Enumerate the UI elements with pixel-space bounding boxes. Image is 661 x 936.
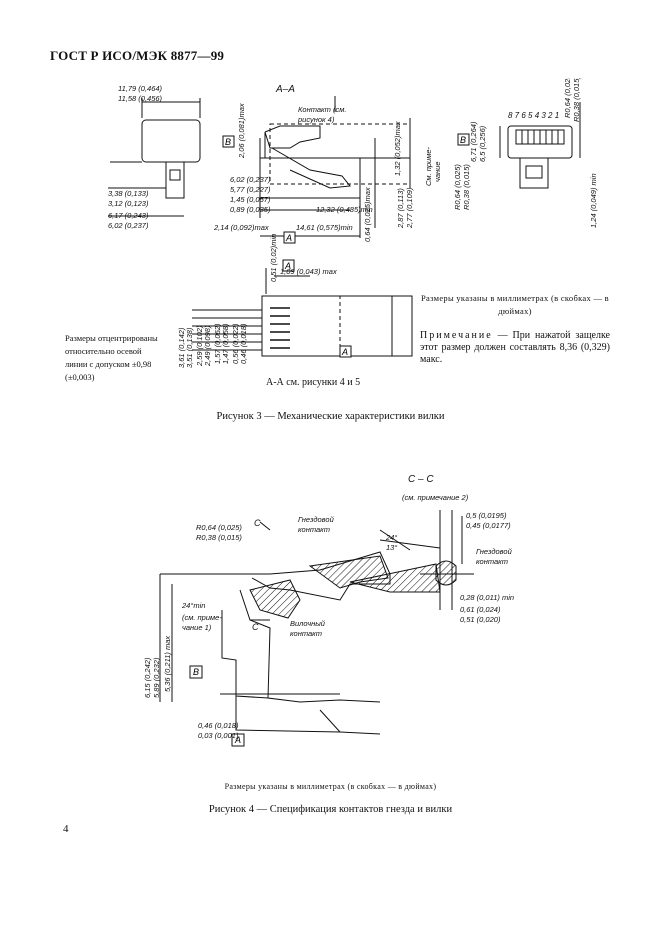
plug-section-outline bbox=[269, 123, 411, 185]
note1-line1: (см. приме- bbox=[182, 613, 222, 622]
dim-259: 2,59 (0,102) bbox=[195, 325, 204, 367]
dim-249: 2,49 (0,098) bbox=[203, 325, 212, 367]
dim-width-max: 11,79 (0,464) bbox=[118, 84, 163, 93]
figure-3-caption: Рисунок 3 — Механические характеристики … bbox=[216, 411, 445, 422]
dim-width-min: 11,58 (0,456) bbox=[118, 94, 163, 103]
dim-r064-right: R0,64 (0,025) bbox=[563, 78, 572, 118]
dim-338: 3,38 (0,133) bbox=[108, 189, 149, 198]
dim-051: 0,51 (0,020) bbox=[460, 615, 501, 624]
plug-top-view bbox=[261, 295, 393, 357]
dim-r038: R0,38 (0,015) bbox=[462, 164, 471, 210]
section-reference: А-А см. рисунки 4 и 5 bbox=[266, 377, 361, 388]
plug-front-body bbox=[141, 119, 201, 163]
datum-b-label: B bbox=[225, 137, 231, 147]
socket-contact-label-1: Гнездовой bbox=[298, 515, 335, 524]
contact-label-2: рисунок 4) bbox=[297, 115, 335, 124]
dim-145: 1,45 (0,057) bbox=[230, 195, 271, 204]
plug-contact-label-1: Вилочный bbox=[290, 619, 326, 628]
dim-r038-right: R0,38 (0,015) bbox=[572, 78, 581, 122]
dim-124: 1,24 (0,049) min bbox=[589, 173, 598, 228]
section-cc-note: (см. примечание 2) bbox=[402, 493, 469, 502]
dim-361: 3,61 (0,142) bbox=[177, 327, 186, 368]
socket-hatch bbox=[249, 579, 301, 619]
dim-132: 1,32 (0,052)max bbox=[393, 121, 402, 176]
datum-a-label: A bbox=[285, 233, 292, 243]
dim-671: 6,71 (0,264) bbox=[469, 121, 478, 162]
dim-147: 1,47 (0,058) bbox=[221, 323, 230, 364]
dim-157: 1,57 (0,062) bbox=[213, 323, 222, 364]
dim-028: 0,28 (0,011) min bbox=[460, 593, 514, 602]
dim-05: 0,5 (0,0195) bbox=[466, 511, 507, 520]
dim-206: 2,06 (0,081)max bbox=[237, 103, 246, 159]
dim-602b: 6,02 (0,237) bbox=[230, 175, 271, 184]
fig4-r038: R0,38 (0,015) bbox=[196, 533, 242, 542]
note-heading: Примечание bbox=[420, 330, 493, 341]
note-text: — При нажатой защелке этот размер должен… bbox=[420, 330, 610, 365]
dim-045: 0,45 (0,0177) bbox=[466, 521, 511, 530]
fig4-r064: R0,64 (0,025) bbox=[196, 523, 242, 532]
angle-13: 13° bbox=[386, 543, 397, 552]
dim-65: 6,5 (0,256) bbox=[478, 125, 487, 162]
dim-602: 6,02 (0,237) bbox=[108, 221, 149, 230]
fig4-c-bottom: С bbox=[252, 622, 259, 632]
dim-061: 0,61 (0,024) bbox=[460, 605, 501, 614]
note1-line2: чание 1) bbox=[182, 623, 212, 632]
dim-577: 5,77 (0,227) bbox=[230, 185, 271, 194]
dim-1232: 12,32 (0,485)min bbox=[316, 205, 373, 214]
section-cc-label: С – С bbox=[408, 474, 434, 485]
dim-615: 6,15 (0,242) bbox=[143, 657, 152, 698]
figure-3-dims-note: Размеры указаны в миллиметрах (в скобках… bbox=[421, 293, 609, 316]
plug-latch bbox=[165, 161, 185, 199]
center-label-2: чание bbox=[433, 161, 442, 182]
fig4-datum-b: B bbox=[193, 667, 199, 677]
dim-214: 2,14 (0,092)max bbox=[213, 223, 269, 232]
dim-312: 3,12 (0,123) bbox=[108, 199, 149, 208]
section-label-aa: А–А bbox=[275, 84, 295, 95]
dim-1461: 14,61 (0,575)min bbox=[296, 223, 353, 232]
figure-3-note: Примечание — При нажатой защелке этот ра… bbox=[420, 330, 610, 366]
dim-589: 5,89 (0,232) bbox=[152, 657, 161, 698]
dim-056: 0,56 (0,022) bbox=[231, 323, 240, 364]
datum-a-label-2: A bbox=[284, 261, 291, 271]
page-number: 4 bbox=[63, 823, 69, 835]
dim-064-max: 0,64 (0,025)max bbox=[363, 187, 372, 242]
dim-277: 2,77 (0,109) bbox=[405, 187, 414, 229]
fig4-socket-contact-2: контакт bbox=[476, 557, 508, 566]
fig4-c-top: С bbox=[254, 518, 261, 528]
fig4-socket-contact-1: Гнездовой bbox=[476, 547, 513, 556]
figure-3-tolerance-note: Размеры отцентриро­ваны относительно осе… bbox=[65, 333, 158, 382]
dim-089: 0,89 (0,035) bbox=[230, 205, 271, 214]
figure-4-drawing: B A С – С (см. примечание 2) R0,64 (0,02… bbox=[143, 474, 514, 747]
pin-numbers: 8 7 6 5 4 3 2 1 bbox=[508, 111, 559, 120]
socket-contact-label-2: контакт bbox=[298, 525, 330, 534]
datum-a-label-bottom: A bbox=[341, 347, 348, 357]
datum-b-label-right: B bbox=[460, 135, 466, 145]
figure-3-drawing: B A A B A 11,79 (0,464) 11,58 (0,456) А–… bbox=[108, 78, 598, 368]
figure-4-caption: Рисунок 4 — Спецификация контактов гнезд… bbox=[208, 804, 453, 815]
fig4-datum-a: A bbox=[234, 735, 241, 745]
dim-617: 6,17 (0,243) bbox=[108, 211, 149, 220]
cc-detail-contact bbox=[435, 560, 457, 586]
dim-046: 0,46 (0,018) bbox=[198, 721, 239, 730]
center-label-1: См. приме- bbox=[424, 146, 433, 186]
angle-24-min: 24°min bbox=[181, 601, 205, 610]
dim-287: 2,87 (0,113) bbox=[396, 188, 405, 229]
dim-351: 3,51 (0,138) bbox=[185, 327, 194, 368]
dim-046: 0,46 (0,018) bbox=[239, 323, 248, 364]
dim-051: 0,51 (0,02)min bbox=[269, 234, 278, 282]
dim-109: 1,09 (0,043) max bbox=[280, 267, 337, 276]
plug-contact-label-2: контакт bbox=[290, 629, 322, 638]
figure-4-dims-note: Размеры указаны в миллиметрах (в скобках… bbox=[224, 782, 437, 791]
dim-003: 0,03 (0,001) bbox=[198, 731, 239, 740]
dim-r064: R0,64 (0,025) bbox=[453, 164, 462, 210]
document-header: ГОСТ Р ИСО/МЭК 8877—99 bbox=[50, 48, 225, 63]
contact-label-1: Контакт (см. bbox=[298, 105, 346, 114]
dim-536: 5,36 (0,211) max bbox=[163, 636, 172, 692]
angle-24: 24° bbox=[385, 533, 397, 542]
